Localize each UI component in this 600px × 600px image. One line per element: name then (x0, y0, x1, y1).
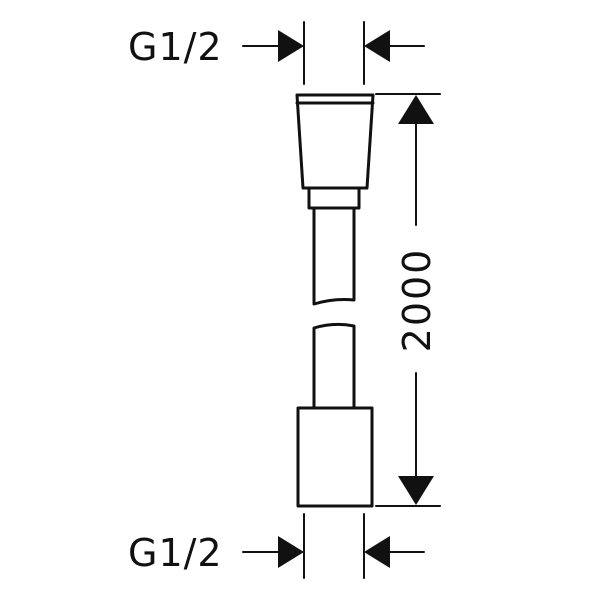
bottom-thread-label: G1/2 (128, 531, 223, 575)
bottom-right-arrowhead (364, 536, 390, 568)
top-thread-dimension: G1/2 (128, 21, 425, 85)
bottom-thread-dimension: G1/2 (128, 513, 425, 579)
length-bottom-arrowhead (398, 476, 434, 505)
top-thread-label: G1/2 (128, 25, 223, 69)
shower-hose (295, 93, 375, 508)
length-label: 2000 (395, 248, 439, 353)
top-left-arrowhead (278, 30, 304, 62)
top-right-arrowhead (364, 30, 390, 62)
length-dimension: 2000 (375, 93, 441, 507)
lower-hose-segment (312, 322, 356, 410)
top-collar (307, 186, 361, 210)
length-top-arrowhead (398, 95, 434, 124)
top-cone-nut (295, 93, 375, 190)
bottom-nut (296, 406, 374, 508)
upper-hose-segment (312, 206, 356, 306)
bottom-left-arrowhead (278, 536, 304, 568)
